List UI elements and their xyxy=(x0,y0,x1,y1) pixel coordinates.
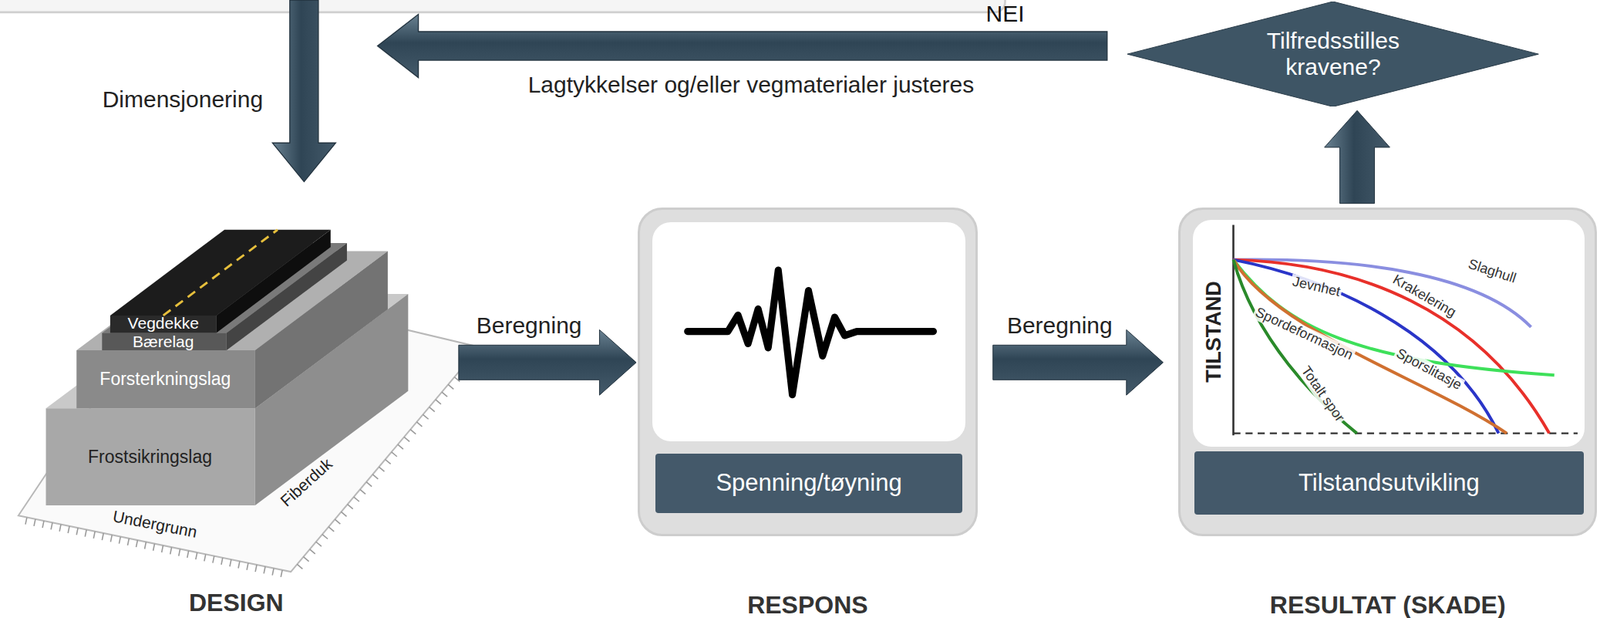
pavement-illustration xyxy=(18,229,480,577)
layer-name: Vegdekke xyxy=(128,314,199,333)
box-caption: Spenning/tøyning xyxy=(715,468,902,497)
layer-name: Bærelag xyxy=(132,333,194,351)
picture-frame xyxy=(652,222,966,442)
cut-panel xyxy=(0,0,1005,13)
vegdekke-top xyxy=(110,229,331,316)
axis-title: TILSTAND xyxy=(1202,280,1227,382)
chart-threshold xyxy=(1233,431,1578,434)
condition-chart xyxy=(1192,219,1585,447)
picture-frame xyxy=(1192,219,1585,447)
caption-bar: Spenning/tøyning xyxy=(655,453,963,513)
frost-front xyxy=(46,407,256,506)
box-caption: Tilstandsutvikling xyxy=(1298,468,1480,497)
response-panel: Spenning/tøyningRESPONS xyxy=(637,207,978,536)
design-structure: DESIGN xyxy=(15,204,458,618)
signal-picture xyxy=(652,222,966,442)
design-arrow xyxy=(272,0,336,182)
baerelag-front xyxy=(101,332,226,350)
decision-diamond: Tilfredsstilles kravene? xyxy=(1127,1,1539,107)
block-arrow xyxy=(458,329,637,395)
decision-text: Tilfredsstilles kravene? xyxy=(1230,27,1437,81)
branch-label: NEI xyxy=(985,0,1024,27)
forsterkning-front xyxy=(76,350,256,408)
block-arrow xyxy=(993,329,1164,395)
result-panel: TilstandsutviklingRESULTAT (SKADE) xyxy=(1178,207,1597,536)
block-arrow xyxy=(1324,110,1391,203)
section-heading: RESULTAT (SKADE) xyxy=(1269,589,1506,618)
caption-bar: Tilstandsutvikling xyxy=(1194,451,1585,515)
arrow-label: Beregning xyxy=(1007,312,1113,338)
diamond-outline xyxy=(1127,1,1539,107)
signal-wave xyxy=(687,269,934,395)
layer-name: Forsterkningslag xyxy=(99,370,231,390)
curve-sporslitasje xyxy=(1233,259,1508,433)
step-label: Dimensjonering xyxy=(102,86,263,112)
section-heading: RESPONS xyxy=(747,589,868,618)
chart-axis xyxy=(1232,224,1236,435)
vegdekke-side xyxy=(216,229,331,334)
curve-krakelering xyxy=(1233,259,1550,433)
curve-totalt-spor xyxy=(1233,259,1358,433)
vegdekke-front xyxy=(110,315,217,333)
loop-note: Lagtykkelser og/eller vegmaterialer just… xyxy=(528,70,975,97)
arrow-label: Beregning xyxy=(476,312,583,338)
section-heading: DESIGN xyxy=(188,587,284,617)
layer-name: Frostsikringslag xyxy=(87,447,213,467)
center-line xyxy=(163,229,278,316)
